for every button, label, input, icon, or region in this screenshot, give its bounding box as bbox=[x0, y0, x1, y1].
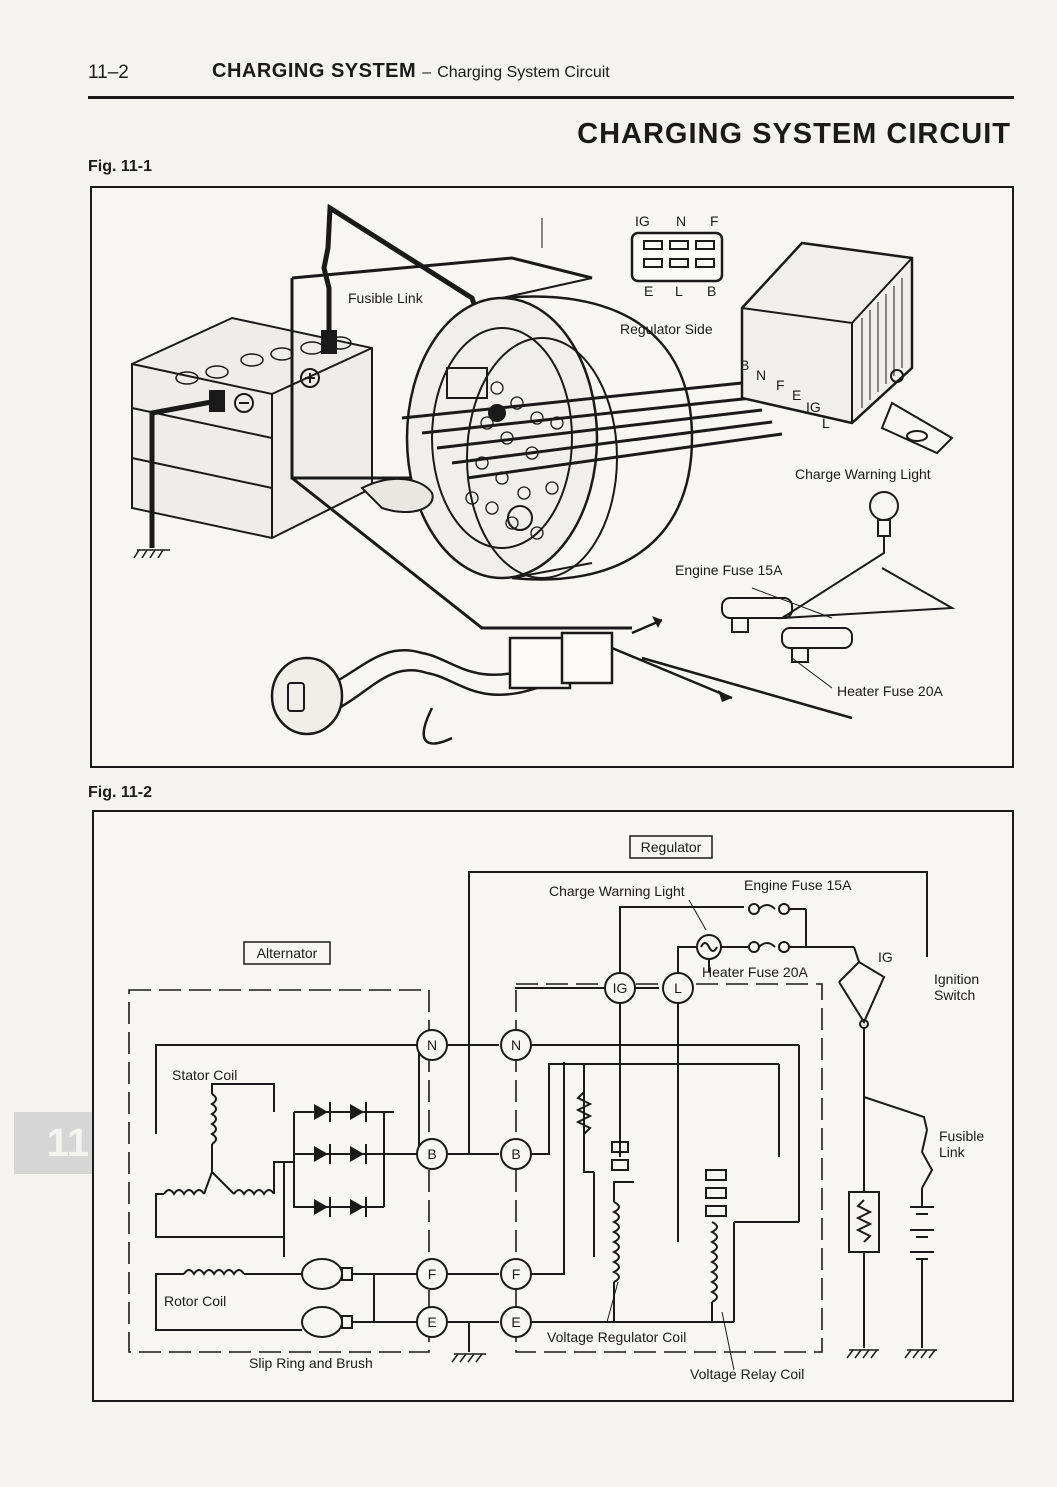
battery-illustration bbox=[131, 316, 373, 540]
fig1-box: IG N F E L B Fusible Link Regulator Side… bbox=[90, 186, 1014, 768]
voltage-regulator-coil-symbol bbox=[611, 1181, 634, 1322]
fig2-charge-warning-light-label: Charge Warning Light bbox=[549, 883, 685, 899]
fig2-schematic: N B F E N B F E IG L Regulator Alternato… bbox=[128, 835, 984, 1382]
fig2-fusible-link-label-1: Fusible bbox=[939, 1128, 984, 1144]
reg-terminal-b: B bbox=[740, 357, 749, 373]
fig2-label: Fig. 11-2 bbox=[88, 784, 153, 801]
fig2-ignition-switch-label-2: Switch bbox=[934, 987, 975, 1003]
regulator-connector-illustration bbox=[630, 231, 724, 283]
battery-symbol bbox=[910, 1188, 934, 1348]
fig2-fusible-link-label-2: Link bbox=[939, 1144, 966, 1160]
voltage-relay-contacts bbox=[705, 1169, 727, 1217]
ground-symbol-battery bbox=[904, 1349, 937, 1359]
ground-symbol-e bbox=[451, 1353, 486, 1363]
fig1-engine-fuse-label: Engine Fuse 15A bbox=[675, 562, 783, 578]
fusible-link-symbol bbox=[920, 1129, 934, 1189]
ground-symbol bbox=[133, 549, 170, 559]
alt-terminal-f: F bbox=[428, 1266, 437, 1282]
fig2-engine-fuse-label: Engine Fuse 15A bbox=[744, 877, 852, 893]
alt-terminal-n: N bbox=[427, 1037, 437, 1053]
harness-connector-illustration bbox=[508, 631, 614, 690]
voltage-regulator-contacts bbox=[611, 1141, 629, 1171]
page-title: CHARGING SYSTEM CIRCUIT bbox=[577, 118, 1011, 150]
diode-bridge-symbol bbox=[293, 1045, 420, 1208]
fig2-heater-fuse-label: Heater Fuse 20A bbox=[702, 964, 808, 980]
connector-pin-ig: IG bbox=[635, 213, 650, 229]
alternator-illustration bbox=[360, 277, 694, 581]
connector-pin-f: F bbox=[710, 213, 719, 229]
reg-terminal-l: L bbox=[822, 415, 830, 431]
fig2-regulator-box-label: Regulator bbox=[641, 839, 702, 855]
section-separator: – bbox=[422, 64, 432, 81]
regulator-illustration bbox=[740, 241, 954, 455]
header-rule bbox=[88, 96, 1014, 99]
voltage-relay-coil-symbol bbox=[709, 1221, 718, 1322]
fig2-box: N B F E N B F E IG L Regulator Alternato… bbox=[92, 810, 1014, 1402]
engine-fuse-symbol bbox=[620, 903, 807, 947]
fig2-ig-label: IG bbox=[878, 949, 893, 965]
slip-ring-brush-symbol bbox=[301, 1258, 375, 1338]
rotor-coil-symbol bbox=[155, 1269, 302, 1331]
reg-terminal-f: F bbox=[776, 377, 785, 393]
reg-terminal-ig-circle: IG bbox=[613, 980, 628, 996]
regulator-outline bbox=[515, 983, 823, 1353]
fig1-label: Fig. 11-1 bbox=[88, 158, 153, 175]
connector-pin-l: L bbox=[675, 283, 683, 299]
fig2-alternator-box-label: Alternator bbox=[257, 945, 318, 961]
reg-terminal-l-circle: L bbox=[674, 980, 682, 996]
reg-terminal-b-circle: B bbox=[511, 1146, 520, 1162]
fig2-ignition-switch-label-1: Ignition bbox=[934, 971, 979, 987]
alternator-outline bbox=[128, 989, 430, 1353]
ignition-switch-symbol bbox=[838, 946, 886, 1097]
reg-terminal-e: E bbox=[792, 387, 801, 403]
ignition-key-illustration bbox=[270, 656, 344, 736]
fig1-fusible-link-label: Fusible Link bbox=[348, 290, 424, 306]
fig1-illustration: IG N F E L B Fusible Link Regulator Side… bbox=[131, 203, 956, 745]
reg-terminal-e-circle: E bbox=[511, 1314, 520, 1330]
fig1-regulator-side-label: Regulator Side bbox=[620, 321, 713, 337]
regulator-resistor-symbol bbox=[575, 1091, 593, 1135]
section-subtitle: Charging System Circuit bbox=[437, 64, 610, 81]
fig2-voltage-regulator-coil-label: Voltage Regulator Coil bbox=[547, 1329, 686, 1345]
charge-warning-light-symbol bbox=[692, 934, 734, 972]
alt-terminal-e: E bbox=[427, 1314, 436, 1330]
charge-warning-lamp-illustration bbox=[778, 491, 956, 620]
reg-terminal-n-circle: N bbox=[511, 1037, 521, 1053]
heater-fuse-symbol bbox=[734, 941, 854, 953]
load-resistor-symbol bbox=[848, 1097, 880, 1348]
fig2-rotor-coil-label: Rotor Coil bbox=[164, 1293, 226, 1309]
section-title-main: CHARGING SYSTEM bbox=[212, 60, 417, 82]
connector-pin-e: E bbox=[644, 283, 653, 299]
alt-terminal-b: B bbox=[427, 1146, 436, 1162]
fig2-slip-ring-label: Slip Ring and Brush bbox=[249, 1355, 373, 1371]
reg-terminal-ig: IG bbox=[806, 399, 821, 415]
fig2-stator-coil-label: Stator Coil bbox=[172, 1067, 237, 1083]
reg-terminal-f-circle: F bbox=[512, 1266, 521, 1282]
section-title: CHARGING SYSTEM – Charging System Circui… bbox=[212, 60, 610, 83]
connector-pin-b: B bbox=[707, 283, 716, 299]
fig2-voltage-relay-coil-label: Voltage Relay Coil bbox=[690, 1366, 804, 1382]
fig1-charge-warning-light-label: Charge Warning Light bbox=[795, 466, 931, 482]
reg-terminal-n: N bbox=[756, 367, 766, 383]
fuse-holders-illustration bbox=[721, 597, 853, 663]
page-number: 11–2 bbox=[88, 62, 129, 83]
ground-symbol-load bbox=[846, 1349, 879, 1359]
fig1-heater-fuse-label: Heater Fuse 20A bbox=[837, 683, 943, 699]
connector-pin-n: N bbox=[676, 213, 686, 229]
